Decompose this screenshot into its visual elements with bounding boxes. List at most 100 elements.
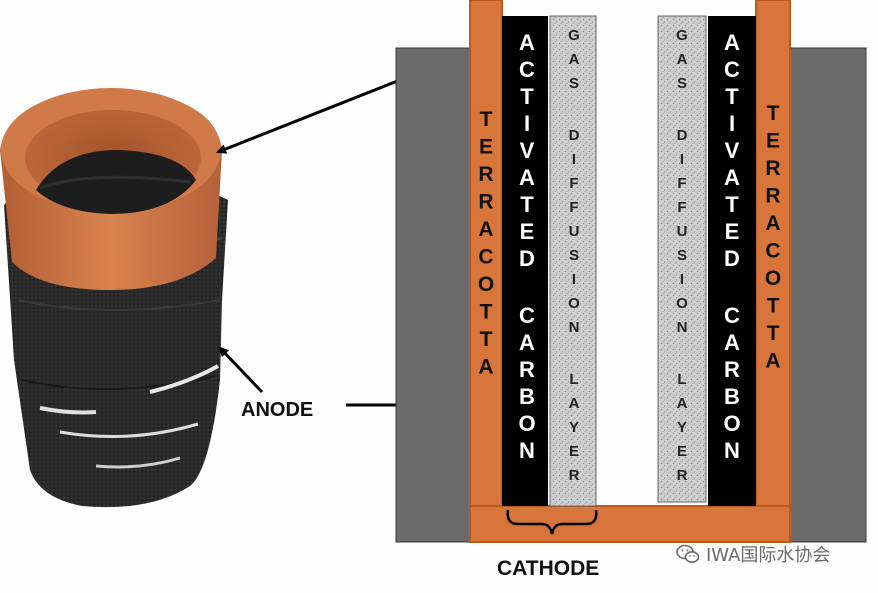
column-letter: A: [519, 330, 535, 355]
column-letter: T: [725, 192, 739, 217]
column-letter: U: [677, 223, 688, 240]
column-letter: C: [724, 303, 740, 328]
column-letter: N: [519, 438, 535, 463]
column-letter: R: [765, 185, 780, 208]
column-letter: C: [765, 240, 780, 263]
column-letter: T: [725, 84, 739, 109]
gas-diffusion-layer-left: [549, 15, 597, 507]
column-letter: T: [480, 108, 493, 131]
column-letter: A: [478, 218, 493, 241]
gas-diffusion-layer-right: [657, 15, 707, 503]
column-letter: G: [676, 27, 688, 44]
column-letter: F: [569, 175, 578, 192]
column-letter: U: [569, 223, 580, 240]
column-letter: B: [724, 384, 740, 409]
column-letter: A: [724, 330, 740, 355]
column-letter: A: [677, 395, 688, 412]
column-letter: B: [519, 384, 535, 409]
column-letter: A: [478, 356, 493, 379]
column-letter: R: [724, 357, 740, 382]
column-letter: A: [765, 212, 780, 235]
column-letter: O: [518, 411, 535, 436]
column-letter: T: [480, 301, 493, 324]
column-letter: A: [519, 30, 535, 55]
column-letter: A: [569, 51, 580, 68]
column-letter: G: [568, 27, 580, 44]
column-letter: E: [677, 443, 687, 460]
column-letter: F: [677, 199, 686, 216]
wechat-icon: [676, 544, 700, 563]
column-letter: R: [478, 191, 493, 214]
column-letter: F: [569, 199, 578, 216]
column-letter: T: [480, 328, 493, 351]
column-letter: R: [569, 467, 580, 484]
column-letter: S: [569, 75, 579, 92]
cathode-bracket: [506, 509, 598, 535]
column-letter: I: [572, 271, 576, 288]
column-letter: I: [680, 151, 684, 168]
column-letter: A: [677, 51, 688, 68]
column-letter: E: [569, 443, 579, 460]
anode-chamber-right: [789, 47, 867, 543]
column-letter: S: [677, 75, 687, 92]
column-letter: D: [569, 127, 580, 144]
terracotta-wall-left: [469, 0, 503, 543]
column-letter: R: [519, 357, 535, 382]
column-letter: O: [568, 295, 580, 312]
column-letter: N: [724, 438, 740, 463]
column-letter: O: [765, 267, 781, 290]
column-letter: O: [478, 273, 494, 296]
column-letter: E: [766, 130, 780, 153]
column-letter: V: [520, 138, 535, 163]
column-letter: V: [725, 138, 740, 163]
column-letter: O: [723, 411, 740, 436]
column-letter: C: [478, 246, 493, 269]
anode-arrow-left: [218, 346, 264, 394]
column-letter: A: [519, 165, 535, 190]
column-letter: D: [724, 246, 740, 271]
watermark: IWA国际水协会: [676, 541, 830, 567]
column-letter: A: [724, 165, 740, 190]
column-letter: N: [677, 319, 688, 336]
column-letter: F: [677, 175, 686, 192]
column-letter: I: [680, 271, 684, 288]
column-letter: D: [519, 246, 535, 271]
reactor-photo: [0, 88, 228, 508]
column-letter: T: [767, 102, 780, 125]
column-letter: R: [765, 157, 780, 180]
column-letter: Y: [569, 419, 579, 436]
activated-carbon-right: [708, 16, 756, 506]
column-letter: N: [569, 319, 580, 336]
column-letter: A: [569, 395, 580, 412]
column-letter: I: [729, 111, 735, 136]
column-letter: R: [478, 163, 493, 186]
terracotta-base: [469, 505, 791, 543]
column-letter: S: [677, 247, 687, 264]
column-letter: I: [524, 111, 530, 136]
column-letter: E: [520, 219, 535, 244]
column-letter: R: [677, 467, 688, 484]
activated-carbon-left: [502, 16, 548, 506]
column-letter: D: [677, 127, 688, 144]
current-collector-wire: [149, 364, 219, 394]
column-letter: I: [572, 151, 576, 168]
column-letter: A: [765, 350, 780, 373]
column-letter: T: [767, 322, 780, 345]
cathode-label: CATHODE: [497, 557, 599, 580]
column-letter: A: [724, 30, 740, 55]
column-letter: E: [479, 136, 493, 159]
column-letter: C: [724, 57, 740, 82]
column-letter: S: [569, 247, 579, 264]
column-letter: L: [569, 371, 578, 388]
column-letter: E: [725, 219, 740, 244]
column-letter: C: [519, 57, 535, 82]
